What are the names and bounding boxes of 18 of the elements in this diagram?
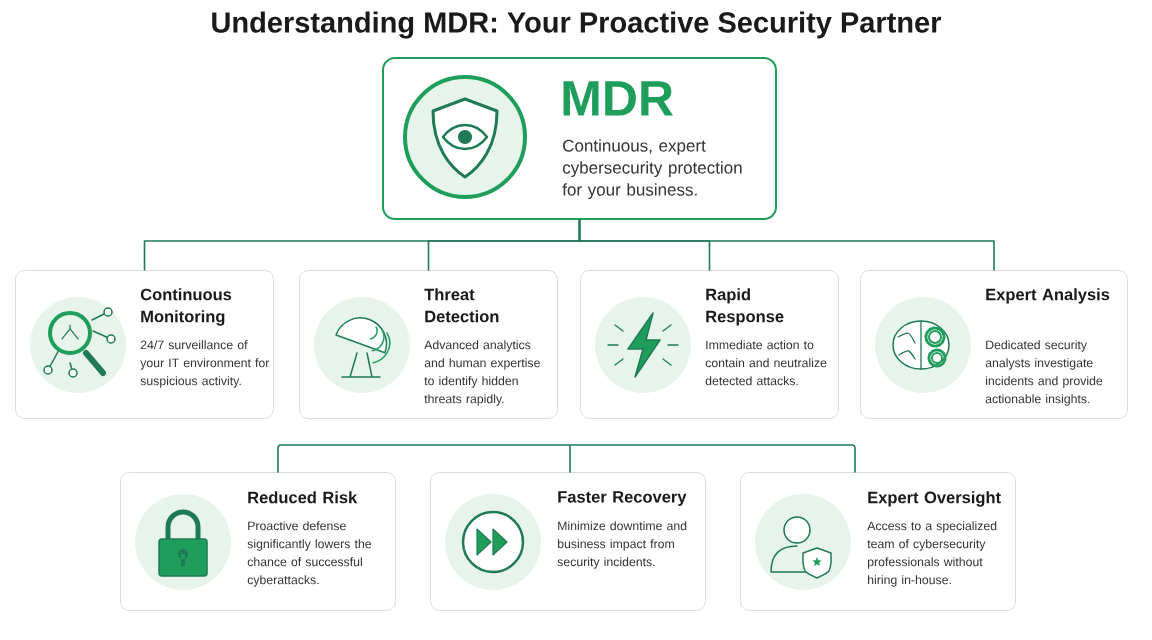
- card-title: Reduced Risk: [248, 491, 358, 504]
- card-title: Threat Detection: [424, 288, 499, 323]
- title: Understanding MDR: Your Proactive Security Partner: [212, 11, 942, 39]
- card-description: Immediate action to contain and neutralize detected attacks.: [705, 340, 827, 386]
- card-description: Proactive defense significantly lowers the chance of successful cyberattacks.: [247, 521, 372, 587]
- card-title: Rapid Response: [706, 288, 784, 326]
- description: Continuous, expert cybersecurity protection for your business.: [562, 139, 742, 200]
- heading: MDR: [563, 81, 674, 116]
- card-title: Continuous Monitoring: [140, 288, 232, 326]
- connector-line: [578, 219, 995, 271]
- card-description: Minimize downtime and business impact from security incidents.: [557, 521, 687, 569]
- card-description: 24/7 surveillance of your IT environment for suspicious activity.: [140, 340, 270, 388]
- card-title: Expert Oversight: [868, 491, 1001, 507]
- card-description: Access to a specialized team of cybersecurity professionals without hiring in-house.: [867, 521, 997, 587]
- card-description: Dedicated security analysts investigate incidents and provide actionable insights.: [985, 340, 1103, 406]
- card-description: Advanced analytics and human expertise to identify hidden threats rapidly.: [424, 340, 540, 406]
- card-title: Expert Analysis: [986, 288, 1110, 304]
- card-title: Faster Recovery: [558, 491, 687, 506]
